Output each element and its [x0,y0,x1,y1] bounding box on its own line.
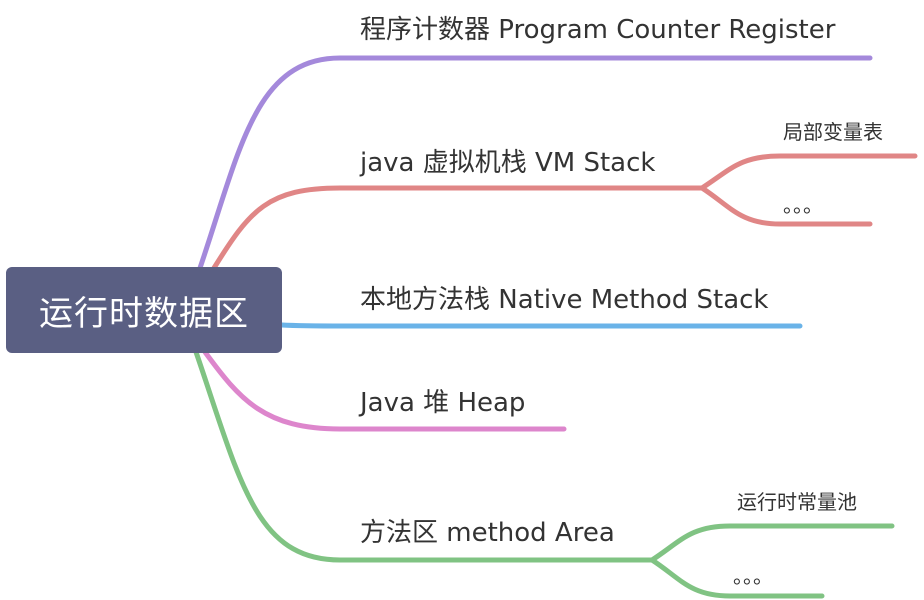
sub-label-method-0[interactable]: 运行时常量池 [737,490,857,514]
branch-label-vm[interactable]: java 虚拟机栈 VM Stack [360,148,656,178]
branch-line-pc [197,55,873,271]
sub-line-vm-0 [699,153,918,191]
root-node[interactable]: 运行时数据区 [6,267,282,353]
root-label: 运行时数据区 [39,293,249,334]
sub-label-vm-1[interactable]: 。。。 [783,193,823,217]
sub-line-method-0 [649,523,895,563]
branch-label-pc[interactable]: 程序计数器 Program Counter Register [360,15,836,45]
branch-line-method [193,349,655,563]
branch-label-method[interactable]: 方法区 method Area [360,518,615,548]
branch-label-heap[interactable]: Java 堆 Heap [360,388,526,418]
branch-line-vm [211,185,705,271]
sub-line-method-1 [649,557,825,599]
branch-line-heap [202,349,567,432]
sub-line-vm-1 [699,185,873,227]
branch-line-native [279,322,803,329]
branch-label-native[interactable]: 本地方法栈 Native Method Stack [360,285,769,315]
sub-label-vm-0[interactable]: 局部变量表 [783,120,883,144]
sub-label-method-1[interactable]: 。。。 [733,564,773,588]
